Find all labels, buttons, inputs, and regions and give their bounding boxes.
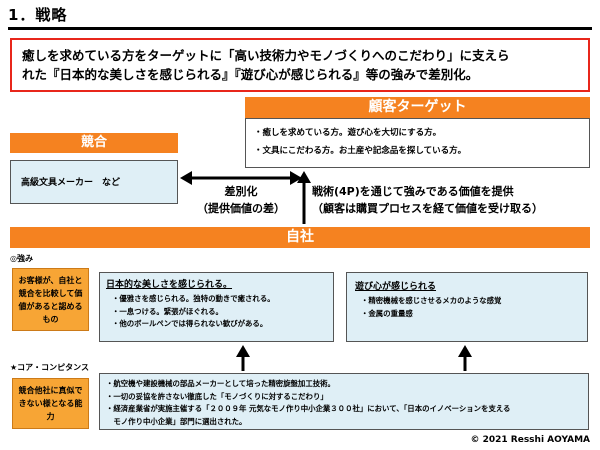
differentiation-line-2: （提供価値の差） [197, 202, 285, 215]
strategy-line-2: （顧客は購買プロセスを経て価値を受け取る） [312, 202, 543, 215]
core-item: ・一切の妥協を許さない徹底した「モノづくりに対するこだわり」 [106, 391, 328, 401]
target-bar: 顧客ターゲット [245, 97, 590, 118]
differentiation-arrowhead-left [180, 171, 192, 185]
strength-play-heading: 遊び心が感じられる [355, 282, 437, 292]
strength-beauty-item: ・優雅さを感じられる。独特の動きで癒される。 [112, 294, 275, 303]
strength-play-item: ・金属の重量感 [361, 308, 413, 318]
competition-bar: 競合 [10, 133, 178, 153]
strength-beauty-item: ・一息つける。緊張がほぐれる。 [112, 306, 223, 316]
core-definition-box: 競合他社に真似できない様となる能力 [12, 378, 89, 429]
core-item: モノ作り中小企業」部門に選出された。 [106, 416, 247, 426]
title-underline [8, 27, 592, 30]
headline-box: 癒しを求めている方をターゲットに「高い技術力やモノづくりへのこだわり」に支えら … [10, 38, 590, 92]
core-item: ・経済産業省が実施主催する「２００９年 元気なモノ作り中小企業３００社」において… [106, 404, 511, 413]
competition-box: 高級文具メーカー など [10, 160, 178, 204]
target-item: ・癒しを求めている方。遊び心を大切にする方。 [254, 128, 442, 138]
strength-play-item: ・精密機械を感じさせるメカのような感覚 [361, 296, 502, 305]
core-to-play-arrowhead [458, 345, 472, 357]
headline-line-1: 癒しを求めている方をターゲットに「高い技術力やモノづくりへのこだわり」に支えら [22, 48, 510, 63]
strength-play-box: 遊び心が感じられる ・精密機械を感じさせるメカのような感覚 ・金属の重量感 [346, 272, 588, 342]
strength-beauty-heading: 日本的な美しさを感じられる。 [106, 280, 233, 290]
differentiation-arrowhead-right [290, 171, 302, 185]
copyright-notice: © 2021 Resshi AOYAMA [470, 435, 590, 445]
differentiation-line-1: 差別化 [224, 185, 258, 198]
strategy-line-1: 戦術(4P)を通じて強みである価値を提供 [312, 185, 514, 198]
differentiation-label: 差別化 （提供価値の差） [186, 183, 296, 217]
self-bar: 自社 [10, 227, 590, 248]
target-box: ・癒しを求めている方。遊び心を大切にする方。 ・文具にこだわる方。お土産や記念品… [245, 118, 590, 168]
page-title: 1．戦略 [8, 6, 68, 24]
core-to-beauty-arrowhead [236, 345, 250, 357]
core-competence-box: ・航空機や建設機械の部品メーカーとして培った精密旋盤加工技術。 ・一切の妥協を許… [99, 373, 589, 430]
strategy-arrowhead-up [297, 171, 311, 183]
core-section-label: ★コア・コンピタンス [10, 363, 90, 372]
headline-line-2: れた『日本的な美しさを感じられる』『遊び心が感じられる』等の強みで差別化。 [22, 67, 479, 82]
core-item: ・航空機や建設機械の部品メーカーとして培った精密旋盤加工技術。 [106, 379, 335, 388]
strengths-section-label: ◎強み [10, 254, 33, 263]
strengths-definition-box: お客様が、自社と競合を比較して価値があると認めるもの [12, 268, 89, 331]
strength-beauty-box: 日本的な美しさを感じられる。 ・優雅さを感じられる。独特の動きで癒される。 ・一… [99, 272, 334, 342]
strategy-label: 戦術(4P)を通じて強みである価値を提供 （顧客は購買プロセスを経て価値を受け取… [312, 183, 597, 217]
strength-beauty-item: ・他のボールペンでは得られない歓びがある。 [112, 319, 268, 328]
target-item: ・文具にこだわる方。お土産や記念品を探している方。 [254, 146, 467, 156]
